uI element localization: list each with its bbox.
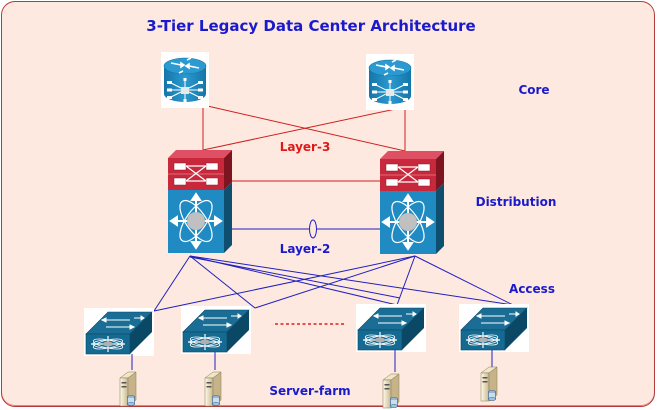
port-channel-oval	[309, 219, 317, 239]
layer2-links	[153, 228, 514, 312]
link-core2-dist1	[202, 106, 406, 151]
server-1[interactable]	[119, 371, 137, 407]
access-switch-3[interactable]	[355, 303, 427, 353]
link-dist2-access1	[153, 255, 416, 312]
core-router-2[interactable]	[365, 53, 415, 111]
link-label-layer2: Layer-2	[280, 242, 331, 256]
link-dist2-access2	[254, 255, 416, 309]
tier-label-access: Access	[509, 282, 555, 296]
link-dist2-access3	[396, 255, 416, 306]
access-switch-2[interactable]	[180, 305, 252, 355]
server-3[interactable]	[382, 373, 400, 409]
link-dist1-access4	[189, 255, 514, 306]
link-dist1-access2	[189, 255, 256, 309]
tier-label-core: Core	[518, 83, 549, 97]
tier-label-distribution: Distribution	[476, 195, 557, 209]
server-2[interactable]	[204, 371, 222, 407]
tier-label-server-farm: Server-farm	[269, 384, 350, 398]
server-links	[131, 350, 493, 372]
distribution-switch-2[interactable]	[379, 150, 445, 255]
access-switch-4[interactable]	[458, 303, 530, 353]
link-label-layer3: Layer-3	[280, 140, 331, 154]
core-router-1[interactable]	[160, 51, 210, 109]
link-dist2-access4	[414, 255, 514, 306]
server-4[interactable]	[480, 366, 498, 402]
distribution-switch-1[interactable]	[167, 149, 233, 254]
access-switch-1[interactable]	[83, 307, 155, 357]
diagram-title: 3-Tier Legacy Data Center Architecture	[146, 17, 475, 35]
layer3-links	[202, 104, 406, 182]
link-dist1-access4b	[189, 256, 401, 299]
link-dist1-access1	[153, 255, 191, 312]
